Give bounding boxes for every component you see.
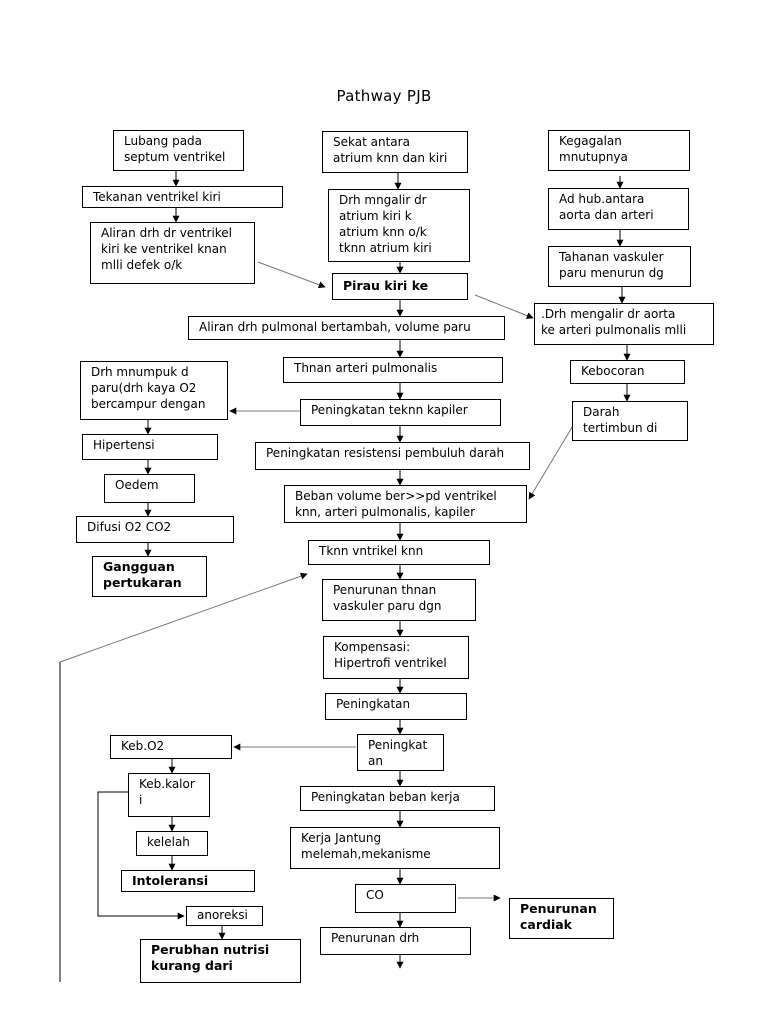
node-keb-kalori: Keb.kalor i	[128, 773, 210, 817]
node-oedem: Oedem	[104, 474, 195, 503]
diagram-title: Pathway PJB	[336, 87, 432, 105]
node-peningkatan-teknn: Peningkatan teknn kapiler	[300, 399, 501, 426]
node-co: CO	[355, 884, 456, 913]
node-text: Peningkatan resistensi pembuluh darah	[266, 446, 505, 460]
node-pirau-kiri: Pirau kiri ke	[332, 273, 468, 300]
node-aliran-drh-defek: Aliran drh dr ventrikel kiri ke ventrike…	[90, 222, 255, 284]
node-tahanan-vaskuler: Tahanan vaskuler paru menurun dg	[548, 246, 691, 287]
node-text: Aliran drh pulmonal bertambah, volume pa…	[199, 320, 471, 334]
node-drh-mnumpuk: Drh mnumpuk d paru(drh kaya O2 bercampur…	[80, 361, 228, 420]
node-text: Penurunan drh	[331, 931, 420, 945]
node-lubang-septum: Lubang pada septum ventrikel	[113, 130, 244, 171]
node-text: Drh mngalir dr atrium kiri k atrium knn …	[339, 193, 432, 255]
node-text: Peningkatan	[336, 697, 411, 711]
node-darah-tertimbun: Darah tertimbun di	[572, 401, 688, 441]
node-text: Hipertensi	[93, 438, 155, 452]
node-drh-mengalir-aorta: .Drh mengalir dr aorta ke arteri pulmona…	[534, 303, 714, 345]
node-text: Penurunan thnan vaskuler paru dgn	[333, 583, 442, 613]
node-intoleransi: Intoleransi	[121, 870, 255, 892]
node-text: Gangguan pertukaran	[103, 559, 182, 590]
node-perubhan-nutrisi: Perubhan nutrisi kurang dari	[140, 939, 301, 983]
node-kerja-jantung: Kerja Jantung melemah,mekanisme	[290, 827, 500, 869]
node-text: Kompensasi: Hipertrofi ventrikel	[334, 640, 447, 670]
node-tekanan-ventrikel: Tekanan ventrikel kiri	[82, 186, 283, 208]
node-peningkatan-1: Peningkatan	[325, 693, 467, 720]
node-kelelah: kelelah	[136, 831, 208, 856]
node-text: Oedem	[115, 478, 159, 492]
node-text: CO	[366, 888, 384, 902]
node-text: Ad hub.antara aorta dan arteri	[559, 192, 654, 222]
node-drh-mngalir: Drh mngalir dr atrium kiri k atrium knn …	[328, 189, 470, 262]
node-penurunan-cardiak: Penurunan cardiak	[509, 898, 614, 939]
node-kegagalan: Kegagalan mnutupnya	[548, 130, 690, 171]
node-text: Beban volume ber>>pd ventrikel knn, arte…	[295, 489, 497, 519]
node-gangguan-pertukaran: Gangguan pertukaran	[92, 556, 207, 597]
node-text: Aliran drh dr ventrikel kiri ke ventrike…	[101, 226, 233, 272]
node-text: Keb.kalor i	[139, 777, 195, 807]
node-text: Penurunan cardiak	[520, 901, 597, 932]
node-ad-hub: Ad hub.antara aorta dan arteri	[548, 188, 689, 230]
node-penurunan-drh: Penurunan drh	[320, 927, 471, 955]
node-text: Tekanan ventrikel kiri	[93, 190, 221, 204]
node-text: Drh mnumpuk d paru(drh kaya O2 bercampur…	[91, 365, 206, 411]
node-text: Difusi O2 CO2	[87, 520, 172, 534]
node-text: Perubhan nutrisi kurang dari	[151, 942, 270, 973]
node-kompensasi: Kompensasi: Hipertrofi ventrikel	[323, 636, 469, 679]
node-peningkatan-beban: Peningkatan beban kerja	[300, 786, 495, 811]
node-text: anoreksi	[197, 908, 248, 922]
node-text: kelelah	[147, 835, 190, 849]
node-text: .Drh mengalir dr aorta ke arteri pulmona…	[541, 307, 687, 337]
feedback-line-to-tknn	[59, 572, 308, 663]
node-text: Kerja Jantung melemah,mekanisme	[301, 831, 431, 861]
node-anoreksi: anoreksi	[186, 906, 263, 926]
node-hipertensi: Hipertensi	[82, 434, 218, 460]
node-text: Tknn vntrikel knn	[319, 544, 424, 558]
node-text: Sekat antara atrium knn dan kiri	[333, 135, 448, 165]
node-text: Peningkatan beban kerja	[311, 790, 460, 804]
node-text: Pirau kiri ke	[343, 278, 429, 293]
arrow-darah-to-beban	[528, 423, 575, 500]
node-aliran-pulmonal: Aliran drh pulmonal bertambah, volume pa…	[188, 316, 505, 340]
node-thnan-arteri: Thnan arteri pulmonalis	[283, 357, 503, 383]
arrow-pirau-to-drh-mengalir	[474, 294, 534, 319]
node-peningkatan-resistensi: Peningkatan resistensi pembuluh darah	[255, 442, 530, 470]
node-text: Peningkatan teknn kapiler	[311, 403, 468, 417]
node-kebocoran: Kebocoran	[570, 360, 685, 384]
node-text: Intoleransi	[132, 873, 209, 888]
node-keb-o2: Keb.O2	[110, 735, 232, 759]
arrow-aliran-to-pirau	[257, 261, 326, 289]
node-text: Lubang pada septum ventrikel	[124, 134, 226, 164]
node-text: Thnan arteri pulmonalis	[294, 361, 438, 375]
node-text: Peningkat an	[368, 738, 428, 768]
node-beban-volume: Beban volume ber>>pd ventrikel knn, arte…	[284, 485, 527, 523]
node-text: Darah tertimbun di	[583, 405, 658, 435]
node-tknn-vntrikel: Tknn vntrikel knn	[308, 540, 490, 565]
node-text: Kebocoran	[581, 364, 645, 378]
node-text: Kegagalan mnutupnya	[559, 134, 628, 164]
node-text: Tahanan vaskuler paru menurun dg	[559, 250, 664, 280]
node-text: Keb.O2	[121, 739, 165, 753]
node-difusi: Difusi O2 CO2	[76, 516, 234, 543]
node-penurunan-thnan: Penurunan thnan vaskuler paru dgn	[322, 579, 476, 621]
arrow-keb-kalori-to-anoreksi	[97, 791, 185, 920]
node-sekat-antara: Sekat antara atrium knn dan kiri	[322, 131, 468, 173]
node-peningkatan-2: Peningkat an	[357, 734, 444, 771]
